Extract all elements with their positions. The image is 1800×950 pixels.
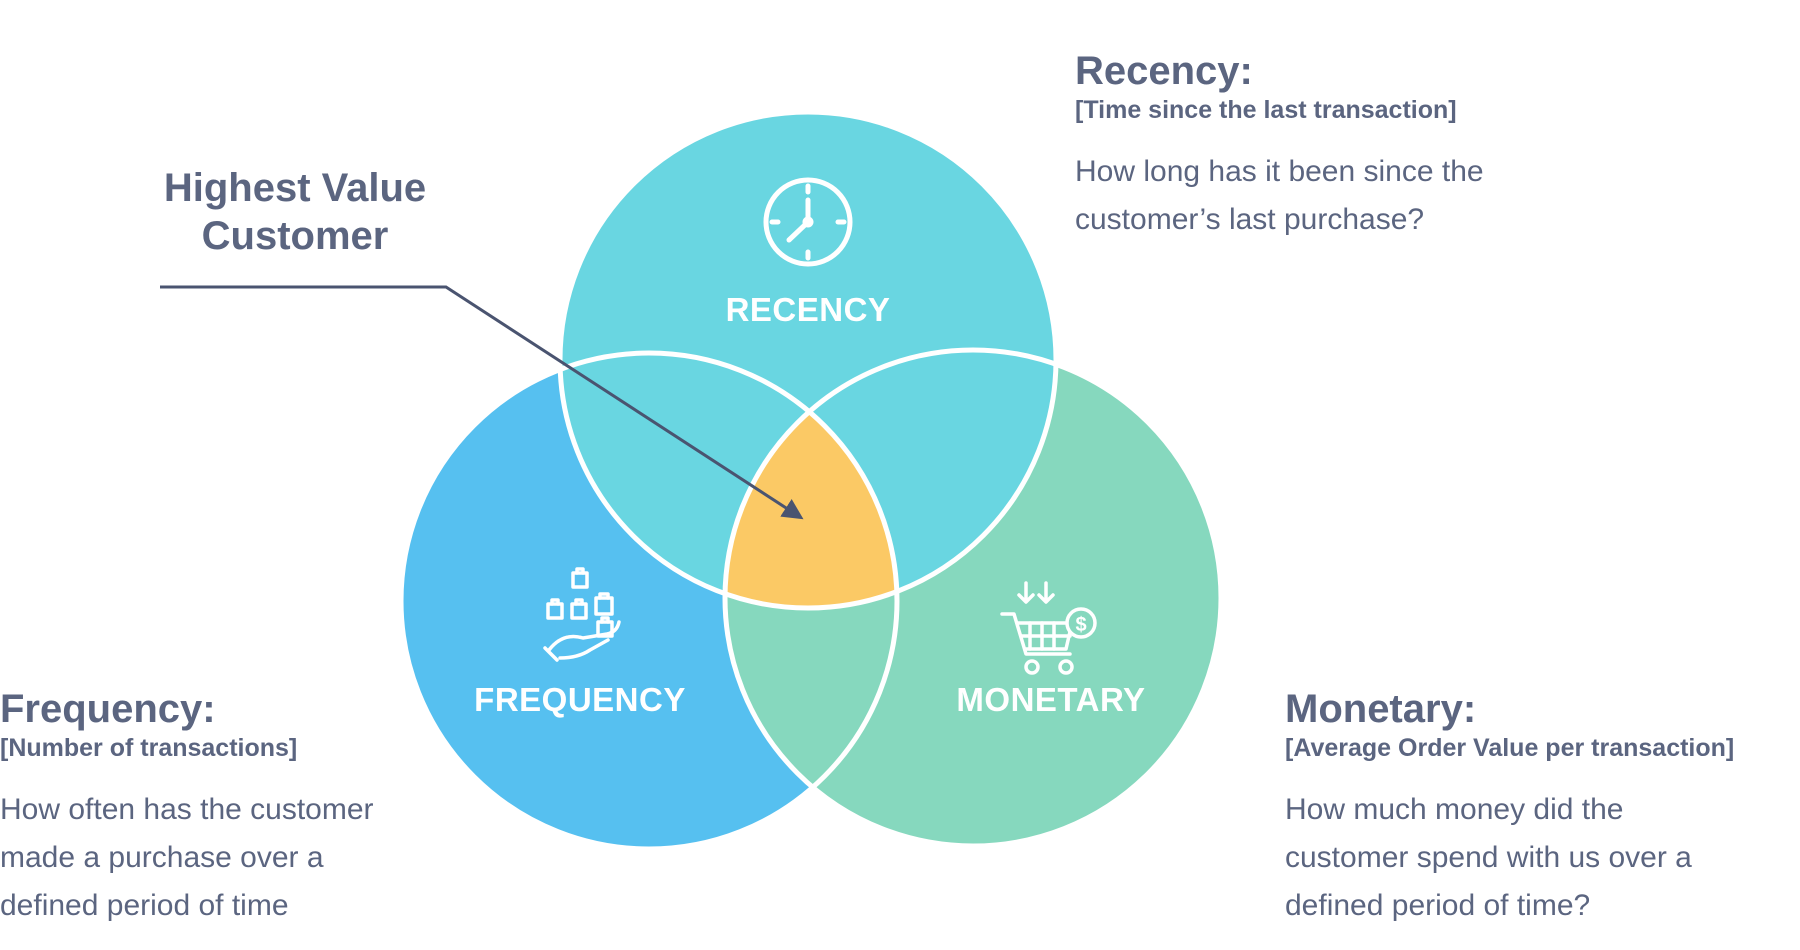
- recency-subtitle: [Time since the last transaction]: [1075, 96, 1457, 124]
- highest-value-customer-callout: Highest Value Customer: [120, 164, 470, 260]
- recency-question-line: How long has it been since the: [1075, 155, 1484, 188]
- frequency-question: How often has the customer made a purcha…: [0, 786, 374, 930]
- frequency-question-line: defined period of time: [0, 889, 289, 922]
- monetary-question-line: customer spend with us over a: [1285, 841, 1692, 874]
- frequency-question-line: How often has the customer: [0, 793, 374, 826]
- highest-value-intersection: [725, 353, 897, 608]
- frequency-title: Frequency:: [0, 687, 216, 731]
- hand-with-shopping-bags-icon: [543, 567, 621, 662]
- recency-question: How long has it been since the customer’…: [1075, 148, 1484, 244]
- callout-line-1: Highest Value: [163, 166, 427, 210]
- monetary-question: How much money did the customer spend wi…: [1285, 786, 1734, 930]
- monetary-question-line: How much money did the: [1285, 793, 1624, 826]
- frequency-description: Frequency: [Number of transactions] How …: [0, 686, 374, 930]
- clock-icon: [763, 177, 853, 267]
- recency-question-line: customer’s last purchase?: [1075, 203, 1425, 236]
- callout-line-2: Customer: [201, 214, 389, 258]
- recency-title: Recency:: [1075, 49, 1253, 93]
- frequency-label: FREQUENCY: [474, 681, 686, 718]
- frequency-question-line: made a purchase over a: [0, 841, 324, 874]
- monetary-label: MONETARY: [956, 681, 1145, 718]
- recency-description: Recency: [Time since the last transactio…: [1075, 48, 1484, 244]
- monetary-description: Monetary: [Average Order Value per trans…: [1285, 686, 1734, 930]
- recency-circle: [560, 112, 1056, 608]
- shopping-cart-dollar-icon: $: [1000, 581, 1097, 675]
- recency-label: RECENCY: [726, 291, 891, 328]
- monetary-title: Monetary:: [1285, 687, 1477, 731]
- callout-arrow: [160, 285, 804, 520]
- frequency-subtitle: [Number of transactions]: [0, 734, 298, 762]
- monetary-subtitle: [Average Order Value per transaction]: [1285, 734, 1735, 762]
- svg-text:$: $: [1075, 614, 1086, 636]
- monetary-question-line: defined period of time?: [1285, 889, 1591, 922]
